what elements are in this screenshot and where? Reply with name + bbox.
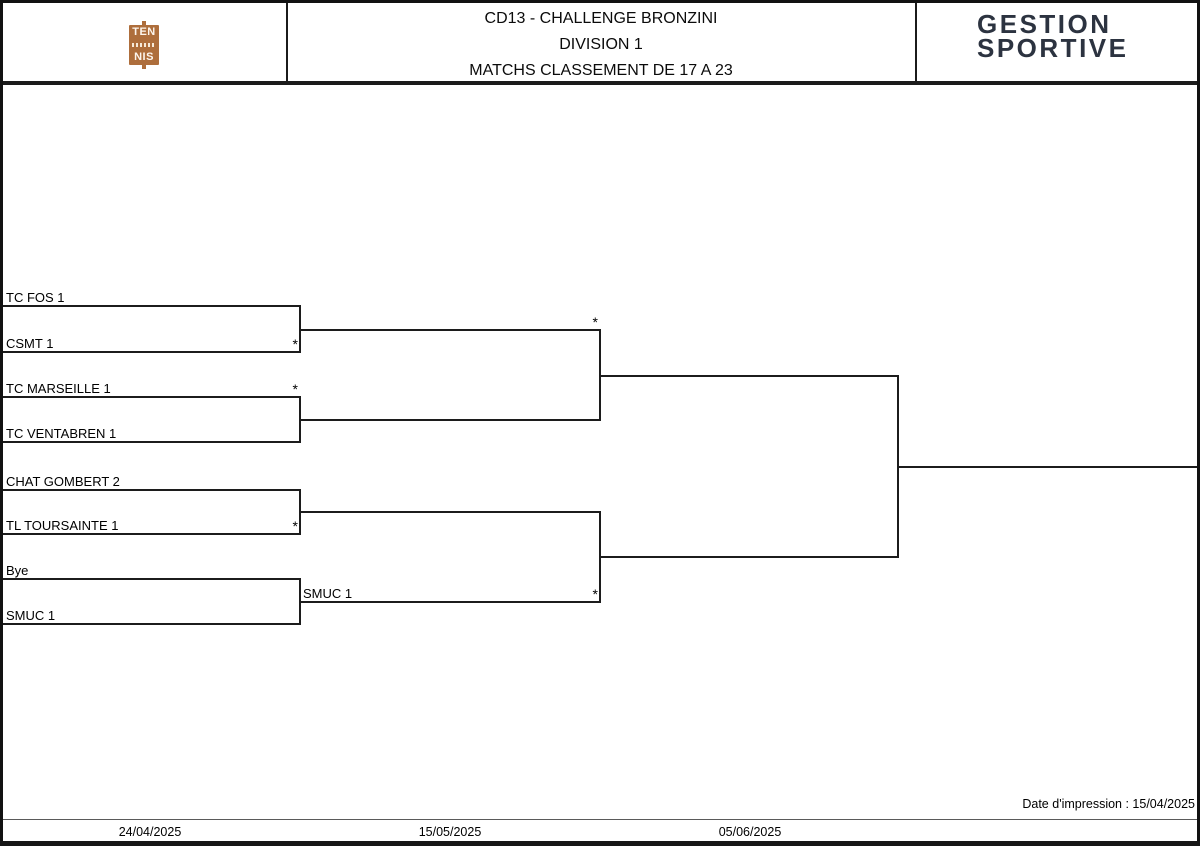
classification-subtitle: MATCHS CLASSEMENT DE 17 A 23: [469, 62, 733, 79]
page-right-border: [1197, 0, 1200, 846]
home-asterisk-semifinal1-top: *: [592, 314, 598, 330]
bracket-line-round1-slot2: [2, 351, 301, 353]
footer-separator-line: [3, 819, 1197, 820]
division-title: DIVISION 1: [559, 36, 643, 53]
bracket-line-final-winner: [897, 466, 1197, 468]
home-asterisk-tc-marseille-1: *: [292, 381, 298, 397]
tennis-logo-top-text: TEN: [132, 26, 156, 38]
team-label-tc-fos-1: TC FOS 1: [6, 290, 65, 305]
bracket-line-round2-slot1: [299, 329, 601, 331]
header-bottom-border: [0, 81, 1200, 85]
tennis-logo-bottom-text: NIS: [134, 51, 154, 63]
header-divider-right: [915, 3, 917, 81]
team-label-tl-toursainte-1: TL TOURSAINTE 1: [6, 518, 119, 533]
bracket-line-round1-slot5: [2, 489, 301, 491]
competition-title: CD13 - CHALLENGE BRONZINI: [484, 10, 718, 27]
brand-line-2: SPORTIVE: [977, 33, 1129, 63]
tennis-logo-top-tick: [142, 21, 146, 25]
page-left-border: [0, 0, 3, 846]
home-asterisk-semifinal2-bottom: *: [592, 586, 598, 602]
gestion-sportive-logo: GESTION SPORTIVE: [977, 9, 1129, 63]
bracket-line-round2-slot3: [299, 511, 601, 513]
team-label-chat-gombert-2: CHAT GOMBERT 2: [6, 474, 120, 489]
round-date-1: 24/04/2025: [118, 825, 182, 839]
header-title-block: CD13 - CHALLENGE BRONZINI DIVISION 1 MAT…: [286, 0, 916, 79]
bracket-line-round1-slot3: [2, 396, 301, 398]
tennis-federation-logo: TEN NIS: [129, 25, 159, 65]
bracket-line-round2-slot2: [299, 419, 601, 421]
home-asterisk-csmt-1: *: [292, 336, 298, 352]
bracket-line-round3-slot1: [599, 375, 899, 377]
tennis-logo-bottom-tick: [142, 65, 146, 69]
home-asterisk-tl-toursainte-1: *: [292, 518, 298, 534]
bracket-line-round1-slot8: [2, 623, 301, 625]
team-label-tc-marseille-1: TC MARSEILLE 1: [6, 381, 111, 396]
bracket-line-round2-slot4: [299, 601, 601, 603]
team-label-smuc-1: SMUC 1: [6, 608, 56, 623]
team-label-round2-smuc-1: SMUC 1: [303, 586, 353, 601]
page-top-border: [0, 0, 1200, 3]
bracket-line-round3-slot2: [599, 556, 899, 558]
team-label-tc-ventabren-1: TC VENTABREN 1: [6, 426, 117, 441]
brand-line-1: GESTION: [977, 9, 1112, 39]
print-date: Date d'impression : 15/04/2025: [1022, 797, 1195, 811]
tennis-logo-small-text-band: [132, 43, 156, 47]
round-date-2: 15/05/2025: [418, 825, 482, 839]
team-label-csmt-1: CSMT 1: [6, 336, 54, 351]
bracket-line-round1-slot7: [2, 578, 301, 580]
team-label-bye: Bye: [6, 563, 29, 578]
bracket-line-round1-slot6: [2, 533, 301, 535]
bracket-line-round1-slot1: [2, 305, 301, 307]
page-bottom-border: [0, 841, 1200, 846]
header-divider-left: [286, 3, 288, 81]
bracket-line-round1-slot4: [2, 441, 301, 443]
round-date-3: 05/06/2025: [718, 825, 782, 839]
